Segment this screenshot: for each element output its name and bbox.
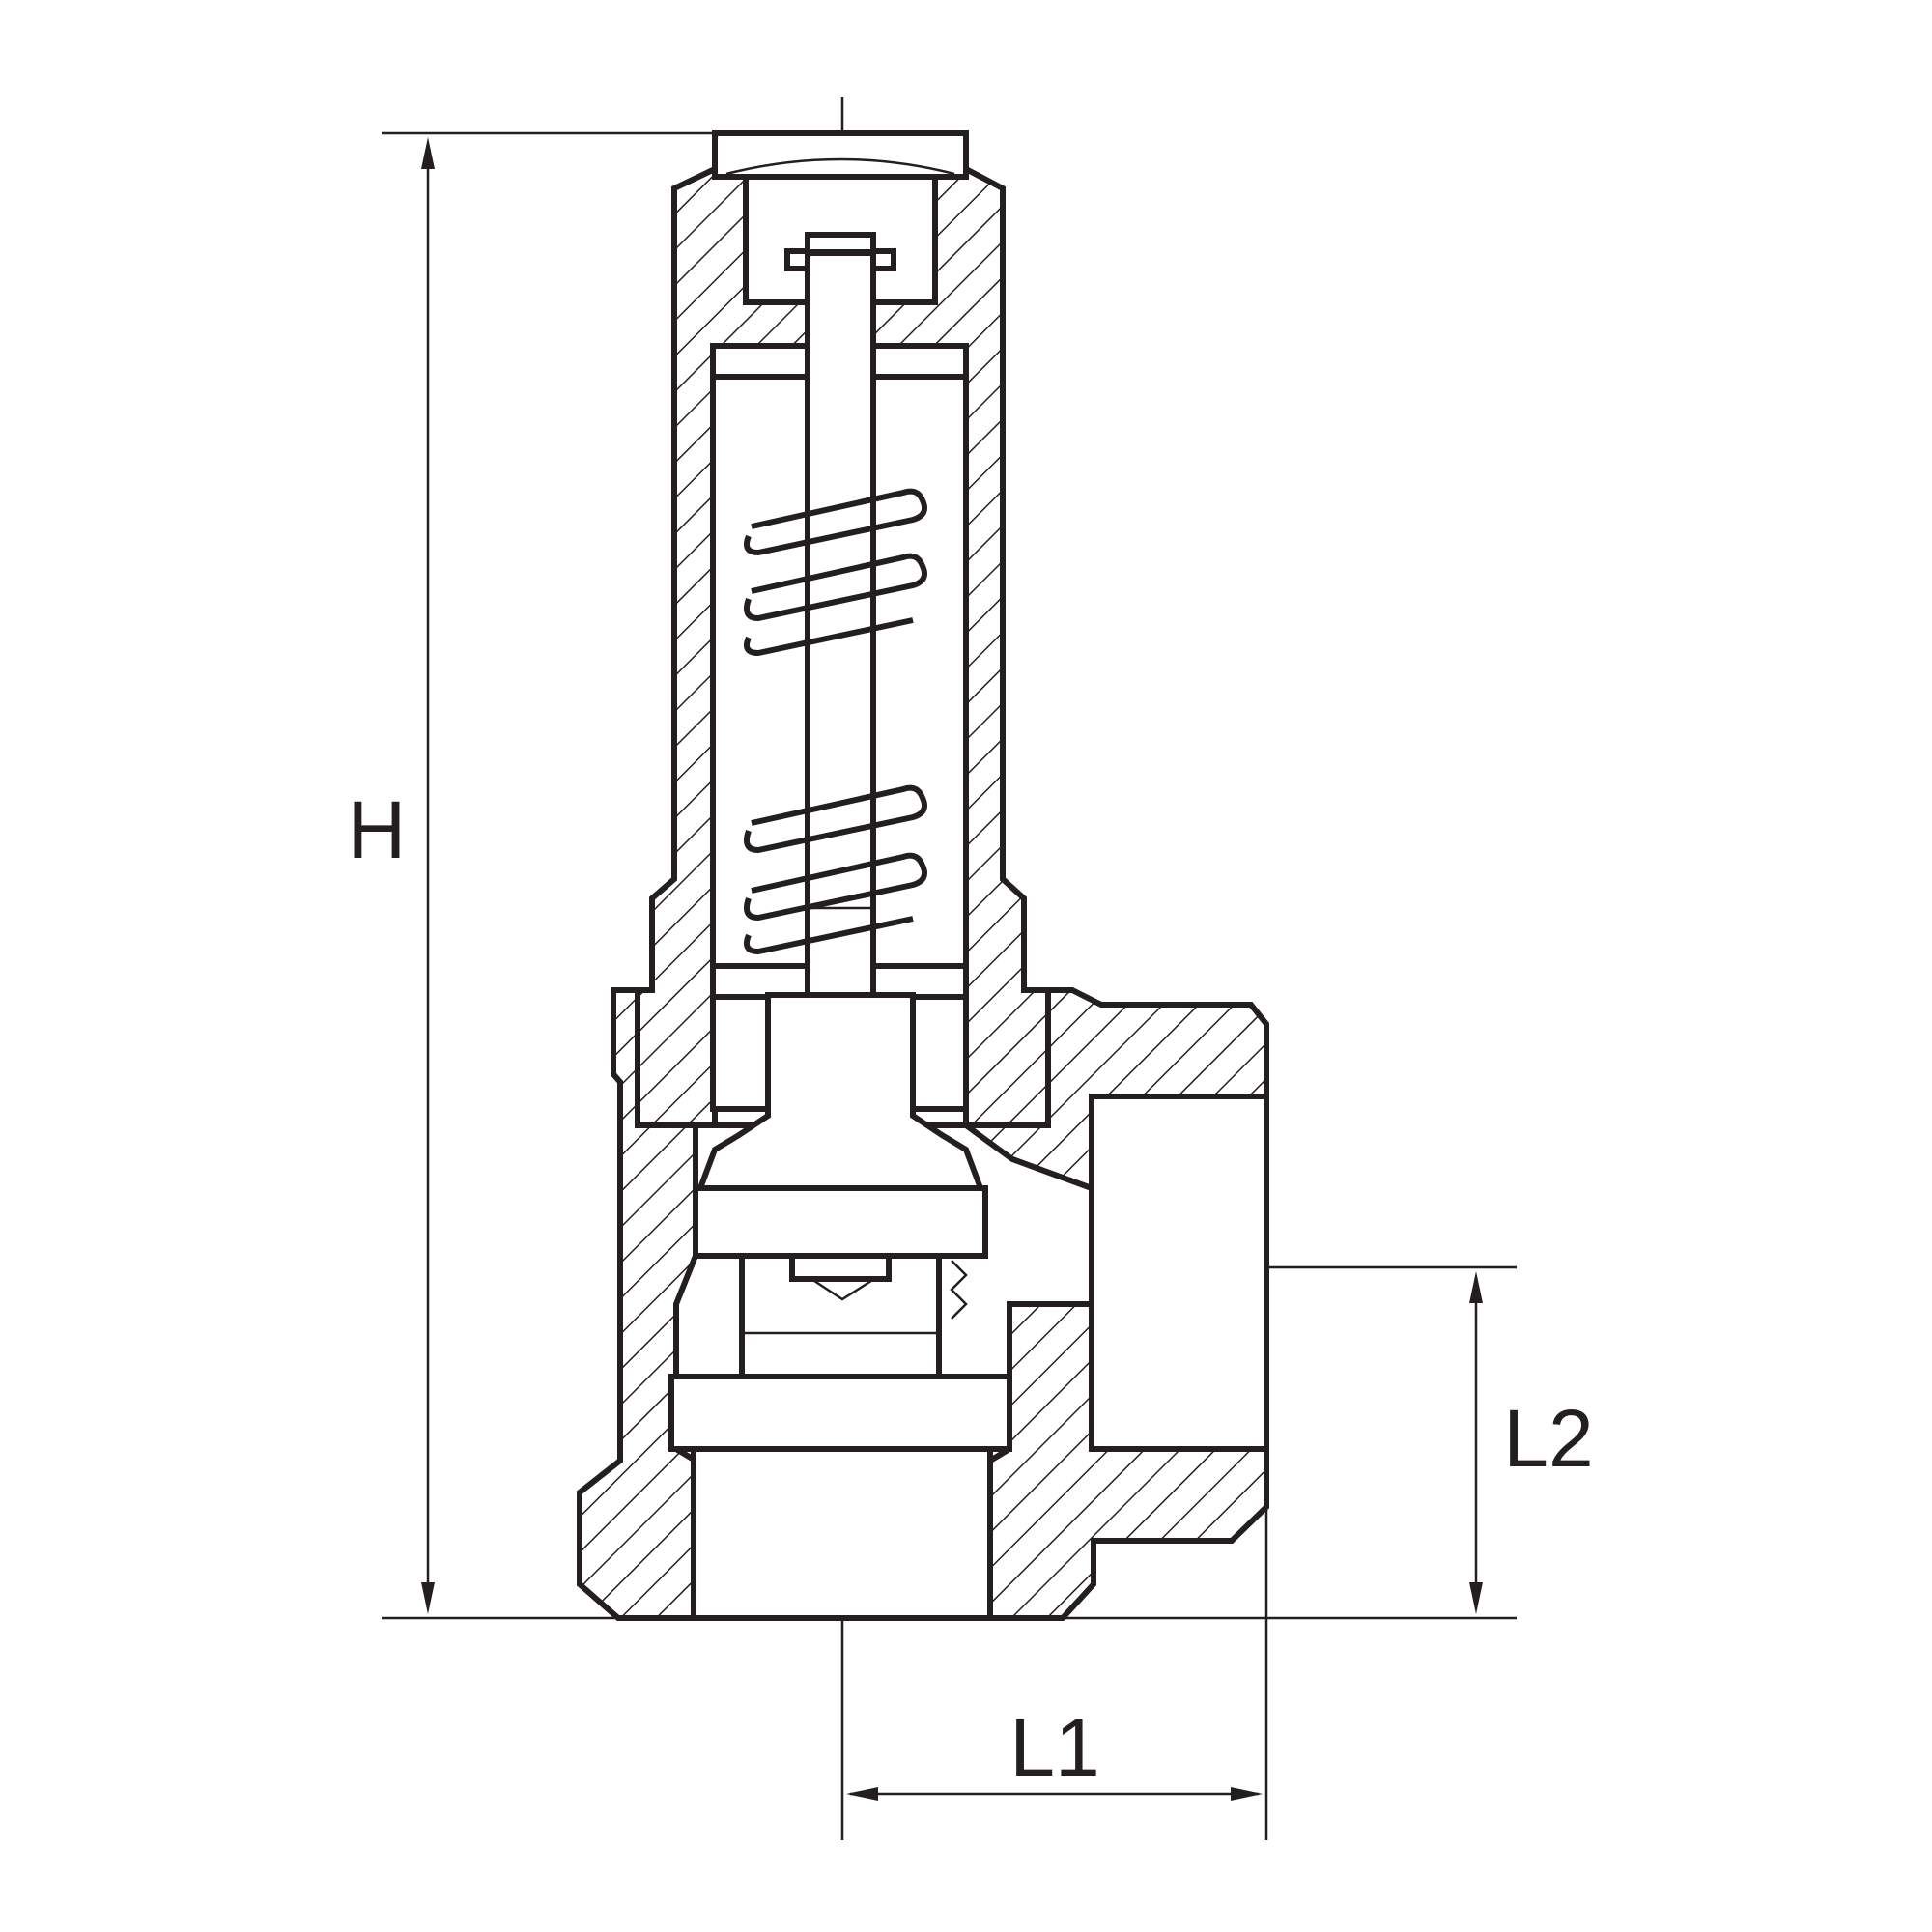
- spring-coil: [744, 553, 927, 622]
- length-2-arrow-bottom: [1469, 1582, 1483, 1614]
- spring-coil: [744, 488, 927, 556]
- inlet-bore: [691, 1446, 993, 1621]
- height-arrow-bottom: [421, 1582, 435, 1614]
- seat-ring: [668, 1374, 1012, 1452]
- length-1-arrow-left: [846, 1787, 878, 1801]
- cap-dome: [725, 157, 955, 176]
- length-2-label: L2: [1503, 1393, 1593, 1484]
- valve-disc: [693, 1185, 988, 1259]
- spring-coils: [744, 488, 927, 955]
- spring-coil: [744, 852, 927, 922]
- length-1-label: L1: [1009, 1702, 1099, 1793]
- bonnet: [635, 130, 1051, 1128]
- stem-nut-top: [805, 232, 876, 255]
- height-arrow-top: [421, 137, 435, 169]
- outlet-bore: [1089, 1094, 1269, 1452]
- stem-tip: [810, 1277, 875, 1301]
- stem-lock-nut: [789, 1253, 892, 1282]
- passage-thread: [950, 1260, 968, 1320]
- length-2-arrow-top: [1469, 1271, 1483, 1303]
- spring-coil: [744, 784, 927, 854]
- spring-stem: [805, 250, 876, 1000]
- cap-top: [712, 130, 969, 180]
- spring-coil: [744, 916, 914, 955]
- valve-body: [577, 987, 1269, 1621]
- height-label: H: [348, 784, 407, 875]
- spring-coil: [744, 617, 914, 657]
- length-1-arrow-right: [1231, 1787, 1263, 1801]
